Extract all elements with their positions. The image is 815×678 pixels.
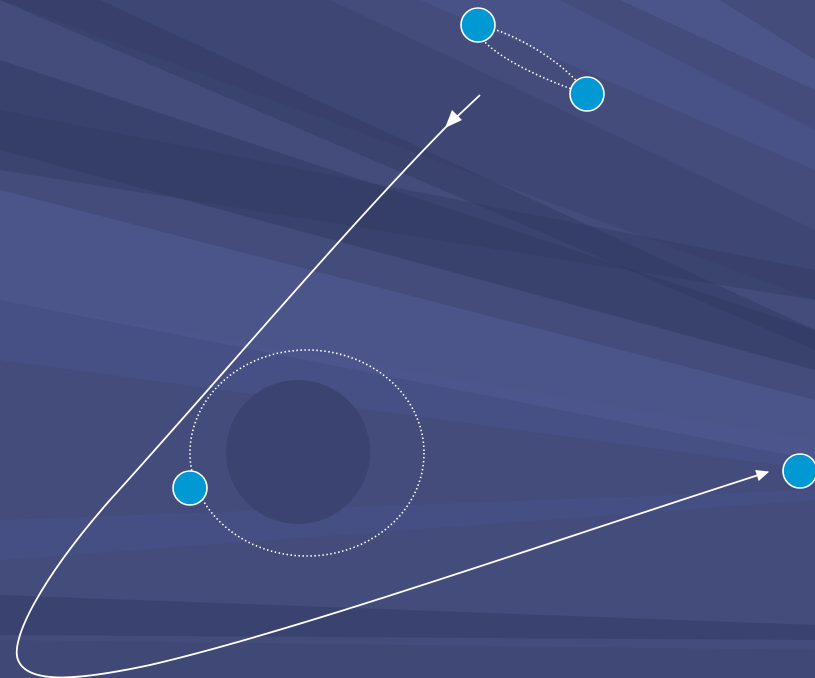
orbiting-body — [172, 470, 208, 506]
ray — [0, 0, 815, 350]
ray — [0, 110, 815, 300]
ray — [620, 0, 815, 90]
ray — [0, 595, 815, 640]
circular-orbit — [189, 349, 425, 557]
upper-body-left — [460, 7, 496, 43]
upper-body-right — [569, 76, 605, 112]
ray — [420, 0, 815, 170]
ray — [0, 190, 815, 460]
transfer-trajectory — [15, 94, 770, 678]
ray — [0, 640, 815, 678]
ray — [0, 0, 815, 300]
ray — [0, 60, 815, 370]
ray — [0, 490, 815, 560]
arrowhead-icon — [445, 110, 462, 128]
ray — [0, 300, 815, 470]
central-body — [226, 380, 370, 524]
target-body — [782, 453, 815, 489]
